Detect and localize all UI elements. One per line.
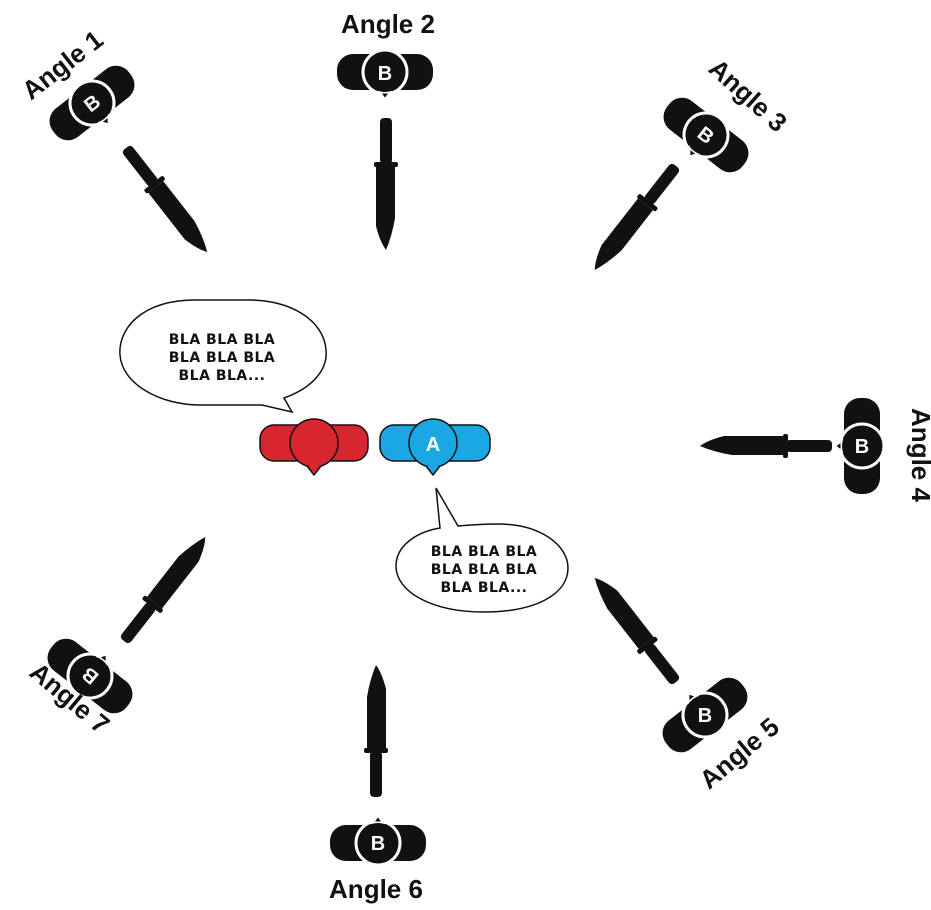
person-badge-letter: B bbox=[698, 705, 712, 727]
angle-4-group: B Angle 4 bbox=[700, 396, 931, 502]
knife-icon bbox=[364, 665, 388, 797]
bubble-line-2: BLA BLA BLA bbox=[169, 350, 276, 366]
angle-6-group: B Angle 6 bbox=[328, 665, 428, 904]
angle-4-label: Angle 4 bbox=[906, 408, 931, 502]
red-speech-bubble: BLA BLA BLA BLA BLA BLA BLA BLA... bbox=[119, 299, 327, 414]
knife-icon bbox=[585, 158, 686, 278]
knife-icon bbox=[114, 529, 215, 649]
angle-2-group: B Angle 2 bbox=[335, 9, 435, 250]
person-badge-letter: B bbox=[378, 63, 392, 85]
bubble-line-1: BLA BLA BLA bbox=[169, 332, 276, 348]
angle-5-group: B Angle 5 bbox=[585, 570, 785, 795]
knife-icon bbox=[700, 434, 832, 458]
knife-icon bbox=[116, 140, 217, 260]
angle-7-group: B Angle 7 bbox=[24, 529, 215, 740]
red-speaker bbox=[259, 418, 369, 476]
person-badge-letter: B bbox=[855, 436, 869, 458]
blue-speaker: A bbox=[379, 418, 491, 476]
angle-6-label: Angle 6 bbox=[329, 874, 423, 904]
knife-icon bbox=[374, 118, 398, 250]
blue-speech-bubble: BLA BLA BLA BLA BLA BLA BLA BLA... bbox=[395, 487, 569, 613]
angle-2-label: Angle 2 bbox=[341, 9, 435, 39]
bubble-line-3: BLA BLA... bbox=[441, 580, 528, 596]
angle-3-group: B Angle 3 bbox=[585, 53, 793, 278]
bubble-line-1: BLA BLA BLA bbox=[431, 544, 538, 560]
angle-1-group: B Angle 1 bbox=[16, 24, 217, 260]
knife-icon bbox=[585, 570, 686, 690]
bubble-line-3: BLA BLA... bbox=[179, 368, 266, 384]
bubble-line-2: BLA BLA BLA bbox=[431, 562, 538, 578]
person-badge-letter: B bbox=[371, 833, 385, 855]
blue-speaker-badge: A bbox=[426, 434, 440, 456]
